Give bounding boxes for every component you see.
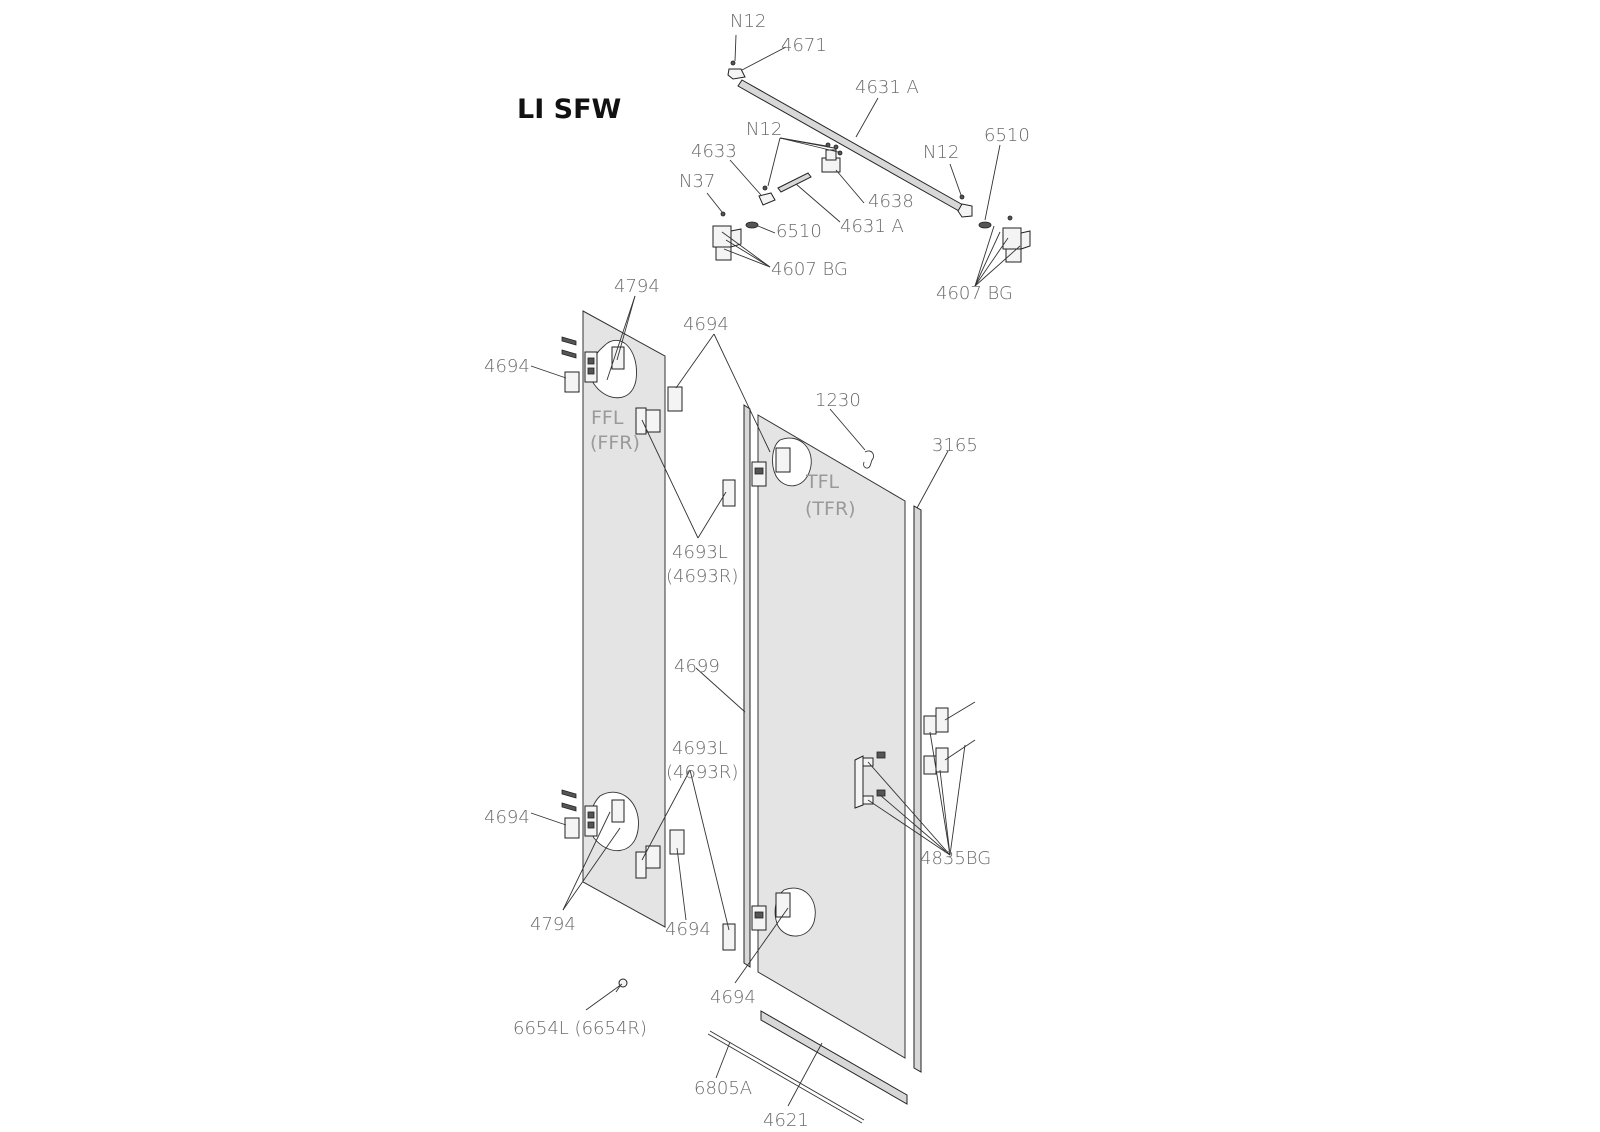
cover-4694-top-mid: [667, 386, 683, 412]
label-tfl: TFL: [805, 471, 840, 493]
label-4835bg: 4835BG: [920, 848, 991, 869]
label-n12-right: N12: [923, 142, 959, 163]
label-6805a: 6805A: [694, 1078, 752, 1099]
wall-bracket-4607bg-left: [712, 221, 759, 261]
label-1230: 1230: [815, 390, 861, 411]
label-4794-bot: 4794: [530, 914, 576, 935]
hinge-4693-bottom: [722, 923, 736, 951]
top-bar-assembly: [712, 60, 1031, 263]
drip-strip-6805a: [707, 1033, 863, 1124]
cover-4694-bot-mid: [669, 829, 685, 855]
label-4607bg-right: 4607 BG: [936, 283, 1013, 304]
cover-4694-left-bot: [564, 817, 580, 839]
cover-4694-left-top: [564, 371, 580, 393]
hinge-4693-top: [722, 479, 736, 507]
label-ffl: FFL: [591, 407, 624, 429]
label-4693l-top: 4693L: [672, 542, 728, 563]
label-6654: 6654L (6654R): [513, 1018, 647, 1039]
bottom-seal-4621: [760, 1010, 908, 1105]
label-4607bg-left: 4607 BG: [771, 259, 848, 280]
bar-4631a-short: [777, 172, 812, 193]
fixed-glass-panel: [582, 310, 666, 928]
label-6510-left: 6510: [776, 221, 822, 242]
clip-1230: [863, 450, 875, 469]
label-4693r-bot: (4693R): [666, 762, 738, 783]
handle-4835bg: [854, 701, 976, 809]
leader-lines: [530, 34, 1021, 1107]
label-4699: 4699: [674, 656, 720, 677]
wall-profile-3165: [913, 505, 922, 1073]
label-4694-left-bot: 4694: [484, 807, 530, 828]
label-n12-mid: N12: [746, 119, 782, 140]
label-4794-top: 4794: [614, 276, 660, 297]
part-labels: N12 4671 4631 A N12 N12 6510 4633 N37 46…: [484, 11, 1030, 1131]
clamp-4633: [758, 192, 776, 206]
pivot-pin-6654: [615, 978, 628, 993]
label-4694-top-mid: 4694: [683, 314, 729, 335]
bracket-4638: [821, 149, 841, 173]
label-4693r-top: (4693R): [666, 566, 738, 587]
end-cap-4671: [727, 68, 746, 80]
label-ffr: (FFR): [590, 432, 640, 454]
label-4694-bot-right: 4694: [710, 987, 756, 1008]
label-4694-left-top: 4694: [484, 356, 530, 377]
label-4633: 4633: [691, 141, 737, 162]
hinge-profile-4699: [743, 404, 751, 968]
end-cap-right: [957, 203, 973, 218]
wall-bracket-4607bg-right: [978, 215, 1031, 263]
label-4638: 4638: [868, 191, 914, 212]
screws-n12-mid: [720, 60, 965, 217]
label-tfr: (TFR): [805, 498, 856, 520]
label-4694-bot-mid: 4694: [665, 919, 711, 940]
label-n12-top: N12: [730, 11, 766, 32]
label-n37: N37: [679, 171, 715, 192]
diagram-title: LI SFW: [517, 94, 621, 125]
hinge-hardware-bottom-left: [561, 789, 736, 951]
label-6510-right: 6510: [984, 125, 1030, 146]
label-4631a-mid: 4631 A: [840, 216, 904, 237]
label-4693l-bot: 4693L: [672, 738, 728, 759]
label-3165: 3165: [932, 435, 978, 456]
label-4671: 4671: [781, 35, 827, 56]
label-4631a-top: 4631 A: [855, 77, 919, 98]
fixed-panel-ffl: [582, 310, 666, 928]
label-4621: 4621: [763, 1110, 809, 1131]
